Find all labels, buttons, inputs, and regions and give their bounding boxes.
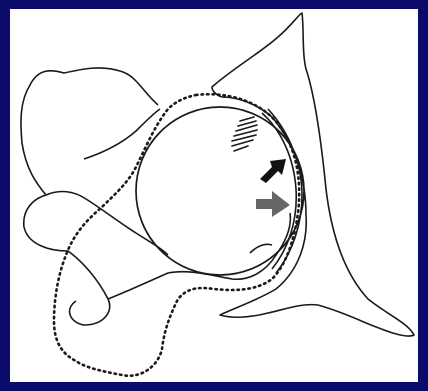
hatching-mark: [232, 117, 257, 151]
hip-joint-diagram: [10, 9, 418, 382]
acetabulum-outline: [212, 13, 414, 336]
diagram-canvas: [10, 9, 418, 382]
black-arrow-icon: [260, 159, 286, 183]
femur-outline-solid: [21, 68, 290, 325]
contact-hook: [250, 244, 272, 253]
gray-arrow-icon: [256, 191, 290, 217]
femur-outline-dotted: [54, 94, 299, 376]
femoral-neck-solid: [46, 109, 168, 255]
